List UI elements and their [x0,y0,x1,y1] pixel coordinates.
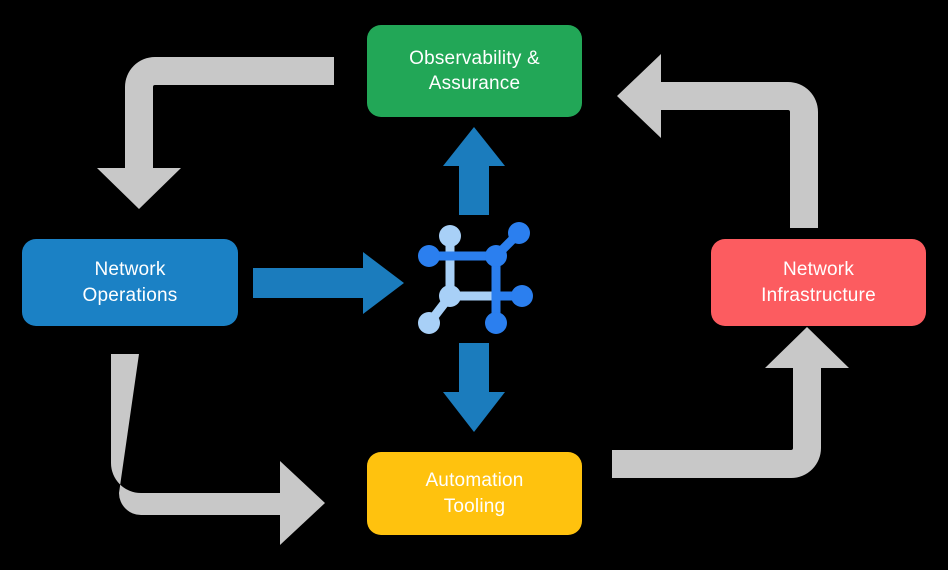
node-network-operations[interactable]: Network Operations [22,239,238,326]
blue-arrow-center-to-observability [443,127,505,215]
gray-arrow-infrastructure-to-observability [617,54,818,228]
node-automation-tooling[interactable]: Automation Tooling [367,452,582,535]
node-network-infrastructure[interactable]: Network Infrastructure [711,239,926,326]
gray-arrow-operations-to-automation [111,354,325,545]
blue-arrow-center-to-automation [443,343,505,432]
gray-arrow-observability-to-operations [97,57,334,209]
gray-arrow-automation-to-infrastructure [612,327,849,478]
node-observability-assurance[interactable]: Observability & Assurance [367,25,582,117]
blue-arrow-operations-to-center [253,252,404,314]
network-graph-icon [418,222,533,334]
